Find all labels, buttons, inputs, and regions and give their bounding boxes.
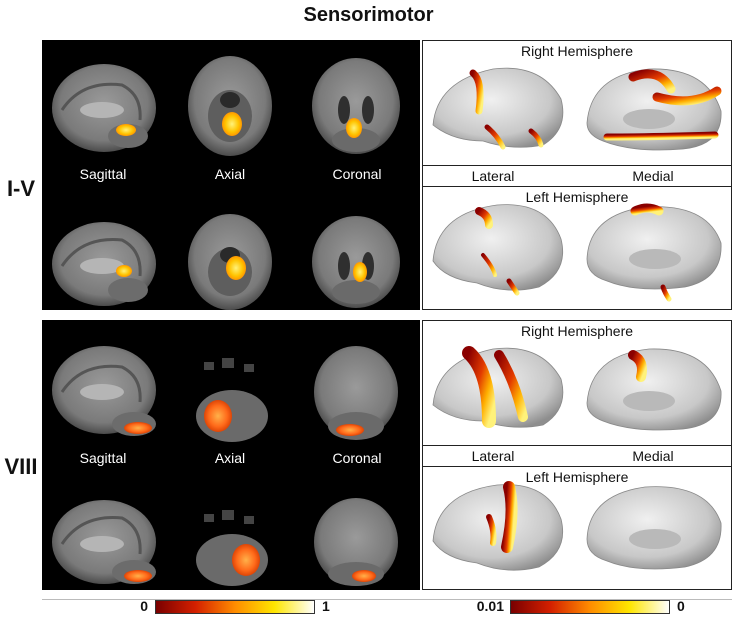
coronal-slice-bottom (312, 216, 400, 308)
sagittal-slice-top (52, 64, 156, 152)
activation-blob (222, 112, 242, 136)
view-label-sagittal: Sagittal (79, 450, 127, 466)
activation-blob (353, 262, 367, 282)
coronal-slice-top (312, 58, 400, 154)
coronal-slice-top (314, 346, 398, 440)
colorbar-max-label: 1 (322, 598, 330, 614)
activation-blob (336, 424, 364, 436)
hemisphere-header-right: Right Hemisphere (520, 323, 634, 339)
activation-blob (352, 570, 376, 582)
activation-blob (124, 570, 152, 582)
mri-panel-i-v: Sagittal Axial Coronal (42, 40, 420, 310)
mri-slices-i-v (52, 56, 400, 310)
mri-slices-viii (52, 346, 398, 586)
activation-blob (116, 124, 136, 136)
colorbar-max-label: 0 (677, 598, 685, 614)
activation-blob (226, 256, 246, 280)
colorbar-probability (155, 600, 315, 614)
row-label-i-v: I-V (6, 176, 36, 201)
axial-slice-top (196, 358, 268, 442)
divider (423, 165, 731, 166)
surface-right-medial (586, 348, 722, 431)
activation-blob (116, 265, 132, 277)
view-label-coronal: Coronal (332, 450, 382, 466)
cortical-surfaces-i-v (432, 67, 722, 302)
surface-right-lateral (432, 67, 564, 150)
mri-panel-viii: Sagittal Axial Coronal (42, 320, 420, 590)
row-label-viii: VIII (4, 454, 38, 479)
activation-blob (232, 544, 260, 576)
axial-slice-top (188, 56, 272, 156)
view-label-lateral: Lateral (471, 168, 515, 184)
surface-left-lateral (432, 204, 564, 296)
surface-left-medial (586, 486, 722, 570)
hemisphere-header-left: Left Hemisphere (525, 469, 629, 485)
sagittal-slice-bottom (52, 222, 156, 306)
view-label-axial: Axial (214, 166, 246, 182)
divider (42, 599, 732, 600)
surface-left-lateral (432, 481, 564, 571)
surface-right-lateral (432, 346, 564, 428)
figure-title: Sensorimotor (303, 4, 434, 26)
surface-left-medial (586, 203, 722, 302)
hemisphere-header-left: Left Hemisphere (525, 189, 629, 205)
hemisphere-header-right: Right Hemisphere (520, 43, 634, 59)
colorbar-min-label: 0.01 (476, 598, 504, 614)
colorbar-pvalue (510, 600, 670, 614)
axial-slice-bottom (196, 510, 268, 586)
colorbar-min-label: 0 (140, 598, 148, 614)
divider (423, 186, 731, 187)
divider (423, 466, 731, 467)
view-label-lateral: Lateral (471, 448, 515, 464)
divider (423, 445, 731, 446)
axial-slice-bottom (188, 214, 272, 310)
cortical-surfaces-viii (432, 346, 722, 571)
sagittal-slice-bottom (52, 500, 156, 584)
surface-panel-i-v: Right Hemisphere (422, 40, 732, 310)
view-label-medial: Medial (632, 448, 674, 464)
activation-blob (346, 118, 362, 138)
activation-blob (124, 422, 152, 434)
view-label-coronal: Coronal (332, 166, 382, 182)
activation-blob (204, 400, 232, 432)
view-label-axial: Axial (214, 450, 246, 466)
coronal-slice-bottom (314, 498, 398, 586)
sagittal-slice-top (52, 346, 156, 436)
surface-panel-viii: Right Hemisphere Lateral Medial Left Hem… (422, 320, 732, 590)
surface-right-medial (586, 68, 722, 151)
view-label-sagittal: Sagittal (79, 166, 127, 182)
view-label-medial: Medial (632, 168, 674, 184)
